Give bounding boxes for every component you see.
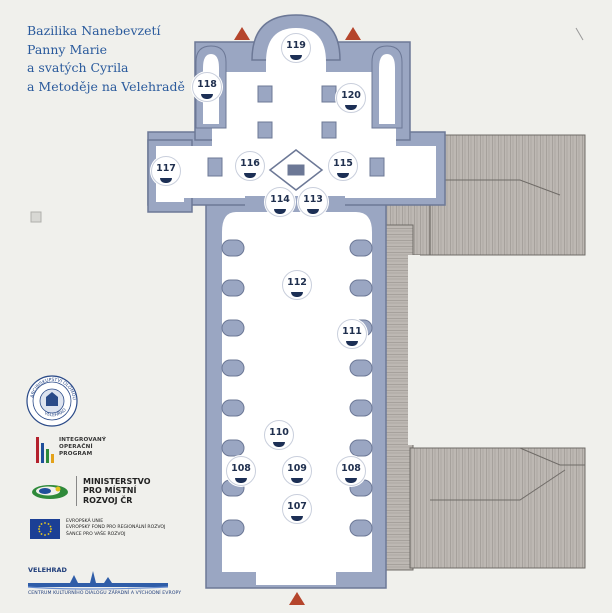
pin-icon — [201, 94, 213, 99]
marker-110[interactable]: 110 — [264, 420, 294, 450]
marker-label: 115 — [333, 157, 353, 169]
marker-label: 117 — [156, 162, 176, 174]
marker-108-left[interactable]: 108 — [226, 456, 256, 486]
iop-line-3: PROGRAM — [59, 451, 93, 457]
marker-label: 113 — [303, 193, 323, 205]
marker-117[interactable]: 117 — [151, 156, 181, 186]
pin-icon — [291, 516, 303, 521]
marker-114[interactable]: 114 — [265, 187, 295, 217]
eu-logo: EVROPSKÁ UNIE EVROPSKÝ FOND PRO REGIONÁL… — [30, 519, 196, 539]
marker-113[interactable]: 113 — [298, 187, 328, 217]
arrow-north-right — [345, 27, 361, 40]
entrance-arrows — [234, 27, 361, 605]
square-mark — [30, 211, 42, 223]
marker-label: 120 — [341, 89, 361, 101]
pin-icon — [160, 178, 172, 183]
marker-label: 108 — [341, 462, 361, 474]
pin-icon — [291, 478, 303, 483]
arrow-north-left — [234, 27, 250, 40]
title-line-1: Bazilika Nanebevzetí — [27, 23, 161, 38]
corner-mark — [575, 27, 584, 41]
pin-icon — [290, 55, 302, 60]
marker-label: 119 — [286, 39, 306, 51]
marker-116[interactable]: 116 — [235, 151, 265, 181]
marker-label: 111 — [342, 325, 362, 337]
marker-label: 108 — [231, 462, 251, 474]
pin-icon — [307, 209, 319, 214]
eu-line-3: ŠANCE PRO VAŠE ROZVOJ — [66, 531, 126, 537]
eu-line-2: EVROPSKÝ FOND PRO REGIONÁLNÍ ROZVOJ — [66, 525, 166, 531]
marker-label: 114 — [270, 193, 290, 205]
pin-icon — [235, 478, 247, 483]
map-title: Bazilika Nanebevzetí Panny Marie a svatý… — [27, 22, 185, 96]
mmr-swoosh-icon — [32, 485, 68, 499]
iop-line-1: INTEGROVANÝ — [59, 437, 107, 443]
pin-icon — [346, 341, 358, 346]
marker-label: 109 — [287, 462, 307, 474]
marker-label: 112 — [287, 276, 307, 288]
iop-line-2: OPERAČNÍ — [59, 444, 93, 450]
pin-icon — [291, 292, 303, 297]
velehrad-logo: VELEHRAD CENTRUM KULTURNÍHO DIALOGU ZÁPA… — [28, 566, 181, 596]
marker-107[interactable]: 107 — [282, 494, 312, 524]
archdiocese-seal — [26, 375, 78, 427]
marker-119[interactable]: 119 — [281, 33, 311, 63]
marker-112[interactable]: 112 — [282, 270, 312, 300]
seal-text-ring: ARCIBISKUPSTVÍ OLOMOUCKÉ · VELEHRAD VELE… — [27, 375, 77, 419]
svg-text:VELEHRAD: VELEHRAD — [43, 407, 68, 419]
arrow-entrance — [289, 592, 305, 605]
marker-111[interactable]: 111 — [337, 319, 367, 349]
seal-bottom-text: VELEHRAD — [43, 407, 68, 419]
velehrad-silhouette — [27, 571, 169, 590]
marker-label: 116 — [240, 157, 260, 169]
eu-flag-icon — [30, 519, 60, 539]
mmr-line-2: PRO MÍSTNÍ — [83, 486, 137, 496]
velehrad-subtitle: CENTRUM KULTURNÍHO DIALOGU ZÁPADNÍ A VÝC… — [28, 591, 182, 596]
marker-109[interactable]: 109 — [282, 456, 312, 486]
pin-icon — [337, 173, 349, 178]
svg-text:ARCIBISKUPSTVÍ OLOMOUCKÉ · VEL: ARCIBISKUPSTVÍ OLOMOUCKÉ · VELEHRAD — [27, 375, 77, 400]
velehrad-name: VELEHRAD — [28, 566, 67, 574]
marker-108-right[interactable]: 108 — [336, 456, 366, 486]
pin-icon — [345, 478, 357, 483]
mmr-line-1: MINISTERSTVO — [83, 476, 151, 486]
marker-label: 118 — [197, 78, 217, 90]
title-line-2: Panny Marie — [27, 41, 108, 57]
marker-120[interactable]: 120 — [336, 83, 366, 113]
marker-118[interactable]: 118 — [192, 72, 222, 102]
marker-115[interactable]: 115 — [328, 151, 358, 181]
marker-label: 110 — [269, 426, 289, 438]
seal-top-text: ARCIBISKUPSTVÍ OLOMOUCKÉ · VELEHRAD — [27, 375, 77, 400]
title-line-3: a svatých Cyrila — [27, 60, 129, 75]
pin-icon — [345, 105, 357, 110]
monastery-roofs — [382, 134, 586, 571]
iop-bars-icon — [36, 437, 54, 463]
pin-icon — [273, 442, 285, 447]
mmr-line-3: ROZVOJ ČR — [83, 495, 133, 505]
eu-line-1: EVROPSKÁ UNIE — [66, 519, 104, 524]
marker-label: 107 — [287, 500, 307, 512]
iop-logo: INTEGROVANÝ OPERAČNÍ PROGRAM — [36, 437, 106, 463]
mmr-divider — [76, 476, 77, 506]
pin-icon — [274, 209, 286, 214]
mmr-logo: MINISTERSTVO PRO MÍSTNÍ ROZVOJ ČR — [30, 476, 151, 506]
title-line-4: a Metoděje na Velehradě — [27, 78, 185, 94]
pin-icon — [244, 173, 256, 178]
